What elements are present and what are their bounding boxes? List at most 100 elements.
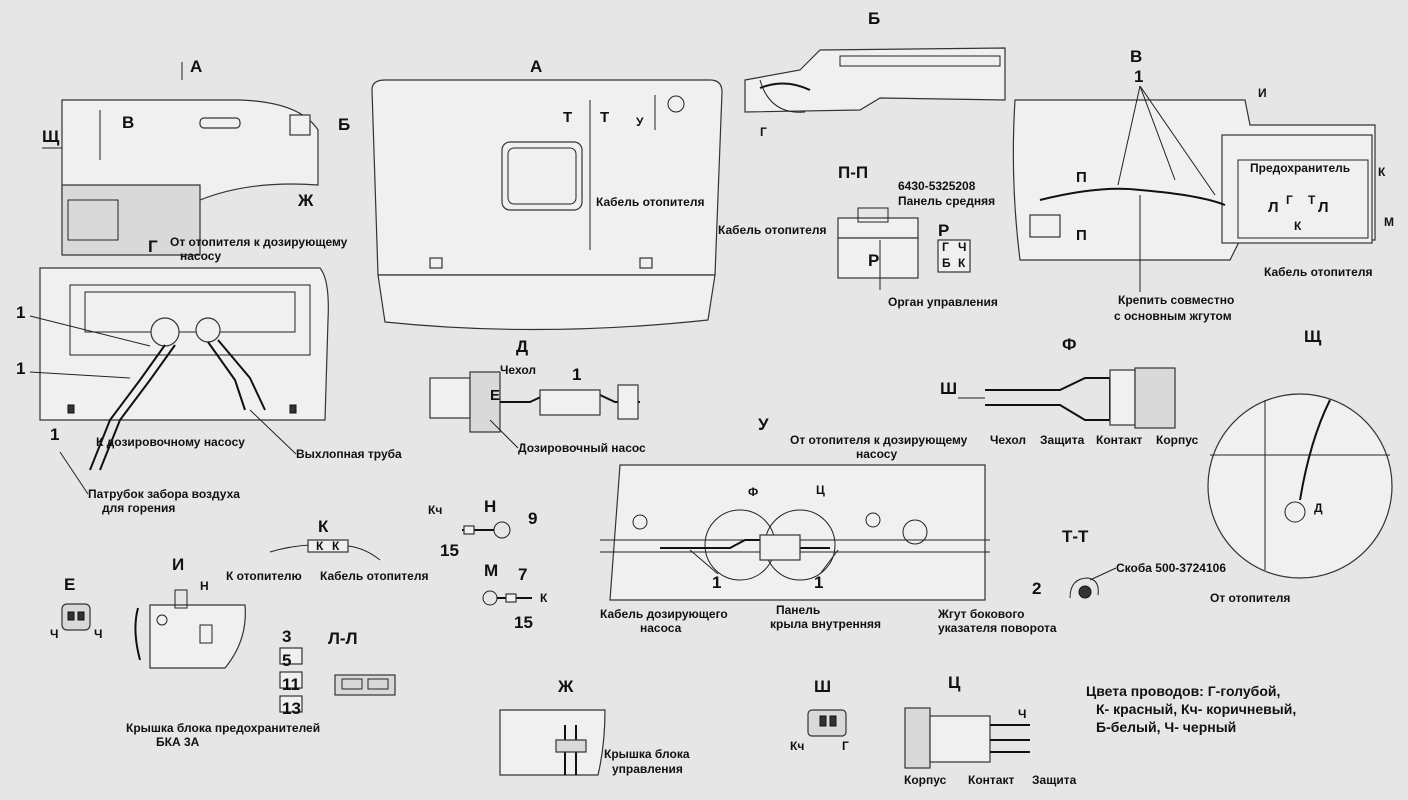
wire-mark-b-r: Б xyxy=(942,256,951,270)
section-mark-p1: П xyxy=(1076,169,1087,186)
leader-1-b xyxy=(29,371,131,379)
label-heater-cable: Кабель отопителя xyxy=(596,195,704,209)
connector-m xyxy=(482,590,532,606)
section-mark-l2: Л xyxy=(1318,199,1329,216)
label-korpus-2: Корпус xyxy=(904,773,947,787)
callout-t3: Т xyxy=(1308,193,1316,207)
view-label-u: У xyxy=(758,415,769,434)
section-arrow-sh: Ш xyxy=(940,379,957,398)
callout-2: 2 xyxy=(1032,579,1041,598)
wire-mark-n: Н xyxy=(200,579,209,593)
heater-bay-view xyxy=(39,267,329,471)
view-label-a-big: А xyxy=(530,57,542,76)
label-bracket: Скоба 500-3724106 xyxy=(1116,561,1226,575)
section-ll xyxy=(279,647,396,713)
wire-mark-ch-e2: Ч xyxy=(94,627,102,641)
label-korpus: Корпус xyxy=(1156,433,1199,447)
label-air-intake-1: Патрубок забора воздуха xyxy=(88,487,240,501)
view-v-detail xyxy=(1012,99,1376,261)
view-label-ll: Л-Л xyxy=(328,629,358,648)
label-pump-cable-2: насоса xyxy=(640,621,682,635)
view-label-k: К xyxy=(318,517,329,536)
legend-line-3: Б-белый, Ч- черный xyxy=(1096,719,1236,735)
callout-11: 11 xyxy=(282,675,300,694)
wire-mark-k-k2: К xyxy=(332,539,340,553)
label-heater-cable-3: Кабель отопителя xyxy=(1264,265,1372,279)
label-zashchita: Защита xyxy=(1040,433,1085,447)
label-control-cover-2: управления xyxy=(612,762,683,776)
label-cover: Чехол xyxy=(500,363,536,377)
label-from-heater: От отопителя xyxy=(1210,591,1290,605)
section-pp xyxy=(837,207,971,290)
label-heater-cable-k: Кабель отопителя xyxy=(320,569,428,583)
dosing-pump-view xyxy=(429,371,640,433)
callout-g-v: Г xyxy=(1286,193,1293,207)
leader-air-intake xyxy=(59,451,89,495)
view-label-g: Г xyxy=(148,237,158,256)
section-mark-l1: Л xyxy=(1268,199,1279,216)
side-view-cab xyxy=(61,99,319,256)
label-control-cover-1: Крышка блока xyxy=(604,747,690,761)
wire-mark-g-sh: Г xyxy=(842,739,849,753)
callout-f2: Ф xyxy=(748,485,758,499)
view-label-tt: Т-Т xyxy=(1062,527,1089,546)
wire-mark-k-k1: К xyxy=(316,539,324,553)
label-from-heater-to-pump-4: насосу xyxy=(856,447,897,461)
label-panel-wing-1: Панель xyxy=(776,603,820,617)
view-label-f: Ф xyxy=(1062,335,1077,354)
view-b-detail xyxy=(744,47,1006,113)
label-heater-cable-2: Кабель отопителя xyxy=(718,223,826,237)
leader-1-v-c xyxy=(1139,85,1216,196)
view-label-v-circle: В xyxy=(1130,47,1142,66)
label-to-heater: К отопителю xyxy=(226,569,302,583)
callout-k2: К xyxy=(1294,219,1302,233)
label-from-heater-to-pump-3: От отопителя к дозирующему xyxy=(790,433,968,447)
callout-g2: Г xyxy=(760,125,767,139)
callout-ts2: Ц xyxy=(816,483,825,497)
wire-mark-g-r: Г xyxy=(942,240,949,254)
label-dosing-pump: Дозировочный насос xyxy=(518,441,646,455)
label-air-intake-2: для горения xyxy=(102,501,175,515)
label-zashchita-2: Защита xyxy=(1032,773,1077,787)
label-to-pump: К дозировочному насосу xyxy=(96,435,245,449)
view-label-a-small: А xyxy=(190,57,202,76)
label-from-heater-to-pump-2: насосу xyxy=(180,249,221,263)
leader-1-u-a xyxy=(689,549,719,575)
label-from-heater-to-pump-1: От отопителя к дозирующему xyxy=(170,235,348,249)
callout-5: 5 xyxy=(282,651,291,670)
view-label-zh-bottom: Ж xyxy=(557,677,574,696)
leader-1-v-b xyxy=(1139,85,1176,181)
callout-7: 7 xyxy=(518,565,527,584)
leader-dosing-pump xyxy=(489,419,519,449)
label-fasten-1: Крепить совместно xyxy=(1118,293,1234,307)
view-label-r: Р xyxy=(938,221,949,240)
view-label-d: Д xyxy=(516,337,528,356)
label-panel-middle: Панель средняя xyxy=(898,194,995,208)
label-fasten-2: с основным жгутом xyxy=(1114,309,1232,323)
view-u-detail xyxy=(600,464,990,601)
view-label-i: И xyxy=(172,555,184,574)
view-label-r-inner: Р xyxy=(868,251,879,270)
wire-mark-k-r: К xyxy=(958,256,966,270)
section-mark-p2: П xyxy=(1076,227,1087,244)
view-label-v: В xyxy=(122,113,134,132)
section-tt xyxy=(1069,577,1099,599)
callout-k-right: К xyxy=(1378,165,1386,179)
callout-13: 13 xyxy=(282,699,301,718)
view-ts-detail xyxy=(904,707,1030,769)
leader-1-u-b xyxy=(819,549,839,575)
label-exhaust: Выхлопная труба xyxy=(296,447,402,461)
label-harness-1: Жгут бокового xyxy=(937,607,1025,621)
legend-line-2: К- красный, Кч- коричневый, xyxy=(1096,701,1296,717)
view-label-b: Б xyxy=(338,115,350,134)
leader-1-a xyxy=(29,315,151,347)
wire-mark-k-m: К xyxy=(540,591,548,605)
callout-d2: Д xyxy=(1314,501,1323,515)
cab-rear-view xyxy=(371,79,723,331)
view-i-detail xyxy=(134,589,246,669)
wire-mark-ch-e1: Ч xyxy=(50,627,58,641)
view-label-shch: Щ xyxy=(42,127,60,146)
leader-1-v-a xyxy=(1117,85,1141,186)
legend-line-1: Цвета проводов: Г-голубой, xyxy=(1086,683,1280,699)
